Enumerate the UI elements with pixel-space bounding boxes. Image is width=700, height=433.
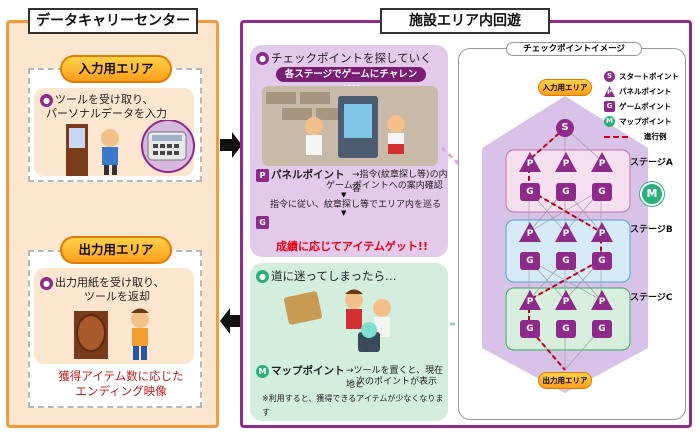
panel-legend-icon: P xyxy=(604,86,615,97)
stage-b-label: ステージB xyxy=(630,225,673,235)
game-point-node: G xyxy=(556,252,576,270)
input-area-text-1: ツールを受け取り、 xyxy=(55,93,154,106)
progress-line-icon xyxy=(604,136,628,138)
game-point-node: G xyxy=(520,320,540,338)
map-point-icon: M xyxy=(256,365,269,378)
arrow-left-icon xyxy=(220,308,242,334)
checkpoint-illustration xyxy=(262,86,438,166)
checkpoint-banner: 各ステージでゲームにチャレンジ!! xyxy=(276,67,426,95)
stage-a-label: ステージA xyxy=(630,158,673,168)
left-panel-title: データキャリーセンター xyxy=(28,8,198,34)
stage-c-label: ステージC xyxy=(630,293,673,303)
diagram-title: チェックポイントイメージ xyxy=(506,42,642,56)
diagram-legend: S スタートポイント P パネルポイント G ゲームポイント M マップポイント… xyxy=(604,71,684,143)
panel-point-desc-2: ゲームポイントへの案内確認 xyxy=(326,181,443,191)
arrow-right-icon xyxy=(220,132,242,158)
input-area-text-2: パーソナルデータを入力 xyxy=(46,107,167,120)
game-point-node: G xyxy=(556,320,576,338)
game-point-icon: G xyxy=(256,216,269,229)
legend-label: スタートポイント xyxy=(619,72,679,81)
down-arrow-icon: ▼ xyxy=(341,209,347,217)
map-point-desc-2: 次のポイントが表示 xyxy=(356,377,438,387)
bullet-icon: ● xyxy=(256,52,269,65)
bullet-icon: ● xyxy=(256,270,269,283)
panel-point-icon: P xyxy=(256,169,269,182)
lost-box xyxy=(250,263,448,421)
output-area-text-1: 出力用紙を受け取り、 xyxy=(55,276,165,289)
down-arrow-icon: ▼ xyxy=(341,191,347,199)
lost-title: 道に迷ってしまったら… xyxy=(271,269,397,283)
game-point-node: G xyxy=(592,252,612,270)
map-legend-icon: M xyxy=(604,116,615,127)
checkpoint-instruction: 指令に従い、紋章探し等でエリア内を巡る xyxy=(270,200,442,210)
game-point-node: G xyxy=(556,183,576,201)
panel-point-desc-1: →指令(紋章探し等)の内容 xyxy=(352,170,448,194)
game-legend-icon: G xyxy=(604,101,615,112)
legend-label: パネルポイント xyxy=(619,87,672,96)
input-area-label: 入力用エリア xyxy=(60,55,172,83)
map-point-note: ※利用すると、獲得できるアイテムが少なくなります xyxy=(262,394,444,417)
map-point-illustration xyxy=(284,289,391,352)
output-illustration xyxy=(74,308,149,360)
output-area-label: 出力用エリア xyxy=(60,236,172,264)
right-panel-title: 施設エリア内回遊 xyxy=(380,8,550,34)
map-point-label: マップポイント xyxy=(271,365,345,377)
output-area-text-2: ツールを返却 xyxy=(84,290,150,303)
output-area-card xyxy=(34,268,194,364)
input-illustration xyxy=(66,120,195,176)
start-legend-icon: S xyxy=(604,71,615,82)
panel-point-label: パネルポイント xyxy=(271,169,345,181)
diagram-end-label: 出力用エリア xyxy=(538,372,592,389)
output-caption-2: エンディング映像 xyxy=(75,384,167,398)
bullet-icon: ● xyxy=(40,277,53,290)
game-point-node: G xyxy=(520,252,540,270)
legend-label: ゲームポイント xyxy=(619,102,672,111)
bullet-icon: ● xyxy=(40,94,53,107)
diagram-start-label: 入力用エリア xyxy=(538,79,592,96)
output-caption-1: 獲得アイテム数に応じた xyxy=(58,369,184,383)
legend-label: マップポイント xyxy=(619,117,672,126)
game-point-node: G xyxy=(592,320,612,338)
checkpoint-title: チェックポイントを探していく xyxy=(271,51,432,65)
legend-label: 進行例 xyxy=(644,132,667,141)
checkpoint-result: 成績に応じてアイテムゲット!! xyxy=(276,240,428,253)
map-point-desc-1: →ツールを置くと、現在地と xyxy=(346,366,444,390)
map-point-node: M xyxy=(640,182,664,206)
start-point-node: S xyxy=(556,119,574,137)
game-point-node: G xyxy=(592,183,612,201)
game-point-node: G xyxy=(520,183,540,201)
